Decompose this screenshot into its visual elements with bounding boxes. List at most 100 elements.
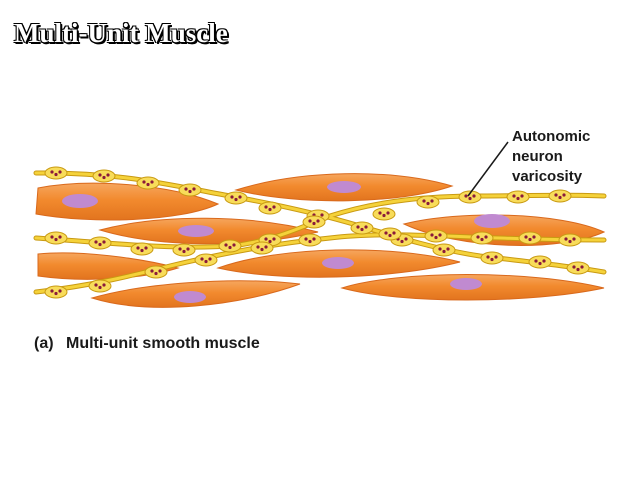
vesicle: [178, 247, 182, 251]
vesicle: [568, 239, 572, 244]
vesicle: [98, 242, 102, 247]
varicosities: [44, 166, 590, 299]
vesicle: [434, 235, 438, 240]
vesicle: [102, 175, 106, 180]
vesicle: [58, 170, 62, 174]
nucleus: [450, 278, 482, 290]
vesicle: [260, 247, 264, 252]
label-varicosity: varicosity: [512, 168, 583, 185]
vesicle: [360, 227, 364, 232]
caption-text: Multi-unit smooth muscle: [66, 335, 260, 352]
vesicle: [234, 197, 238, 202]
vesicle: [150, 269, 154, 273]
vesicle: [562, 193, 566, 197]
vesicle: [392, 231, 396, 235]
vesicle: [564, 237, 568, 241]
vesicle: [54, 291, 58, 296]
label-autonomic: Autonomic: [512, 128, 590, 145]
caption-letter: (a): [34, 335, 54, 352]
vesicle: [208, 257, 212, 261]
nucleus: [178, 225, 214, 237]
vesicle: [264, 245, 268, 249]
vesicle: [538, 261, 542, 266]
vesicle: [438, 247, 442, 251]
vesicle: [400, 239, 404, 244]
vesicle: [524, 235, 528, 239]
vesicle: [528, 237, 532, 242]
nucleus: [62, 194, 98, 208]
vesicle: [136, 246, 140, 250]
vesicle: [98, 173, 102, 177]
vesicle: [430, 199, 434, 203]
vesicle: [364, 225, 368, 229]
vesicle: [204, 259, 208, 264]
vesicle: [150, 180, 154, 184]
vesicle: [476, 235, 480, 239]
vesicle: [320, 213, 324, 217]
vesicle: [232, 243, 236, 247]
vesicle: [102, 240, 106, 244]
vesicle: [272, 205, 276, 209]
vesicle: [50, 289, 54, 293]
vesicle: [256, 245, 260, 249]
vesicle: [312, 221, 316, 226]
vesicle: [490, 257, 494, 262]
vesicle: [54, 172, 58, 177]
vesicle: [316, 219, 320, 223]
vesicle: [532, 235, 536, 239]
vesicle: [442, 249, 446, 254]
cell-nuclei: [62, 181, 510, 303]
vesicle: [230, 195, 234, 199]
muscle-cell: [35, 182, 220, 221]
vesicle: [480, 237, 484, 242]
vesicle: [184, 187, 188, 191]
vesicle: [146, 182, 150, 187]
vesicle: [228, 245, 232, 250]
vesicle: [554, 193, 558, 197]
vesicle: [312, 237, 316, 241]
vesicle: [144, 246, 148, 250]
vesicle: [516, 196, 520, 201]
nucleus: [174, 291, 206, 303]
vesicle: [512, 194, 516, 198]
vesicle: [192, 187, 196, 191]
vesicle: [54, 237, 58, 242]
vesicle: [238, 195, 242, 199]
vesicle: [50, 170, 54, 174]
vesicle: [94, 240, 98, 244]
label-neuron: neuron: [512, 148, 563, 165]
vesicle: [472, 194, 476, 198]
vesicle: [106, 173, 110, 177]
vesicle: [494, 255, 498, 259]
vesicle: [268, 207, 272, 212]
vesicle: [58, 235, 62, 239]
vesicle: [58, 289, 62, 293]
vesicle: [382, 213, 386, 218]
vesicle: [102, 283, 106, 287]
vesicle: [464, 194, 468, 198]
vesicle: [186, 247, 190, 251]
vesicle: [520, 194, 524, 198]
vesicle: [430, 233, 434, 237]
vesicle: [534, 259, 538, 263]
vesicle: [576, 267, 580, 272]
vesicle: [580, 265, 584, 269]
vesicle: [188, 189, 192, 194]
vesicle: [264, 205, 268, 209]
vesicle: [140, 248, 144, 253]
nucleus: [327, 181, 361, 193]
vesicle: [558, 195, 562, 200]
vesicle: [200, 257, 204, 261]
vesicle: [468, 196, 472, 201]
vesicle: [438, 233, 442, 237]
vesicle: [486, 255, 490, 259]
vesicle: [154, 271, 158, 276]
nucleus: [474, 214, 510, 228]
vesicle: [94, 283, 98, 287]
vesicle: [572, 265, 576, 269]
vesicle: [386, 211, 390, 215]
vesicle: [426, 201, 430, 206]
vesicle: [542, 259, 546, 263]
nucleus: [322, 257, 354, 269]
